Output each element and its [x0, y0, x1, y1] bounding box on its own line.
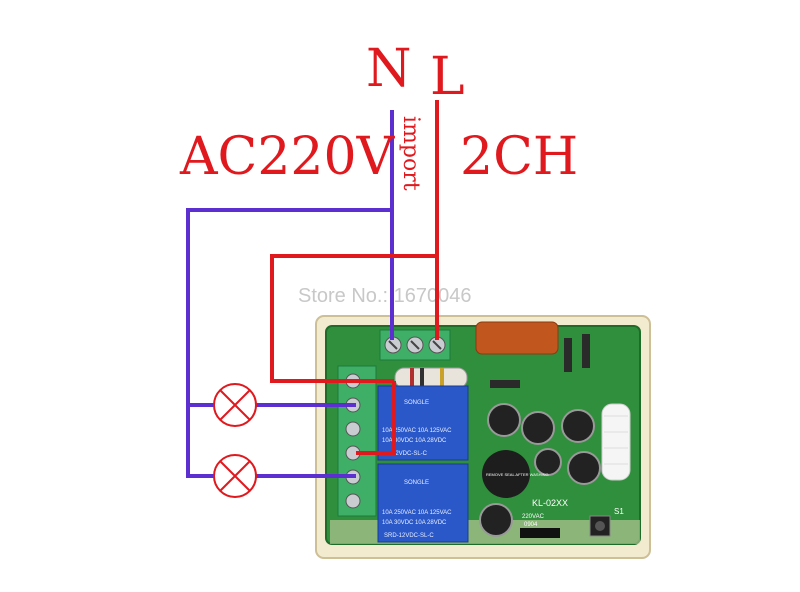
antenna-coil	[601, 403, 631, 481]
channels-label: 2CH	[460, 127, 578, 187]
x2-capacitor	[475, 321, 559, 355]
output-screw-3	[345, 421, 361, 437]
power-resistor	[394, 367, 468, 389]
lamp-2	[213, 454, 257, 498]
jumper-code: 0904	[524, 522, 538, 528]
store-watermark: Store No.: 1670046	[298, 285, 471, 307]
relay-2-model: SRD-12VDC-SL-C	[384, 533, 434, 539]
relay-1-rating-2: 10A 30VDC 10A 28VDC	[382, 438, 447, 444]
relay-1: SONGLE 10A 250VAC 10A 125VAC 10A 30VDC 1…	[377, 385, 469, 461]
import-label: import	[398, 116, 423, 191]
live-wire-loop	[270, 254, 437, 383]
neutral-wire-trunk	[186, 110, 394, 407]
relay-1-brand: SONGLE	[404, 400, 429, 406]
switch-label: S1	[614, 507, 624, 516]
relay-1-rating-1: 10A 250VAC 10A 125VAC	[382, 428, 452, 434]
diode-3	[490, 380, 520, 388]
live-wire-common	[356, 381, 396, 455]
wiring	[186, 100, 439, 478]
neutral-label: N	[366, 39, 412, 99]
electrolytic-capacitors	[479, 403, 601, 537]
buzzer: REMOVE SEAL AFTER WASHING	[482, 450, 549, 498]
jumper-header	[520, 528, 560, 538]
relay-1-model: 12VDC-SL-C	[392, 451, 428, 457]
receiver-board: SONGLE 10A 250VAC 10A 125VAC 10A 30VDC 1…	[315, 315, 651, 559]
lamp-1	[213, 383, 257, 427]
module-label: KL-02XX	[532, 498, 568, 508]
jumper-label: 220VAC	[522, 514, 545, 520]
output-terminal-block	[337, 365, 377, 517]
diode-1	[564, 338, 572, 372]
diode-2	[582, 334, 590, 368]
voltage-label: AC220V	[179, 127, 396, 187]
output-screw-6	[345, 493, 361, 509]
relay-2-brand: SONGLE	[404, 480, 429, 486]
relay-2-rating-1: 10A 250VAC 10A 125VAC	[382, 510, 452, 516]
live-label: L	[430, 47, 465, 107]
relay-2: SONGLE 10A 250VAC 10A 125VAC 10A 30VDC 1…	[377, 463, 469, 543]
relay-2-rating-2: 10A 30VDC 10A 28VDC	[382, 520, 447, 526]
learn-switch-button	[595, 521, 605, 531]
neutral-wire-lamp-2	[186, 405, 214, 478]
buzzer-label: REMOVE SEAL AFTER WASHING	[486, 472, 549, 477]
